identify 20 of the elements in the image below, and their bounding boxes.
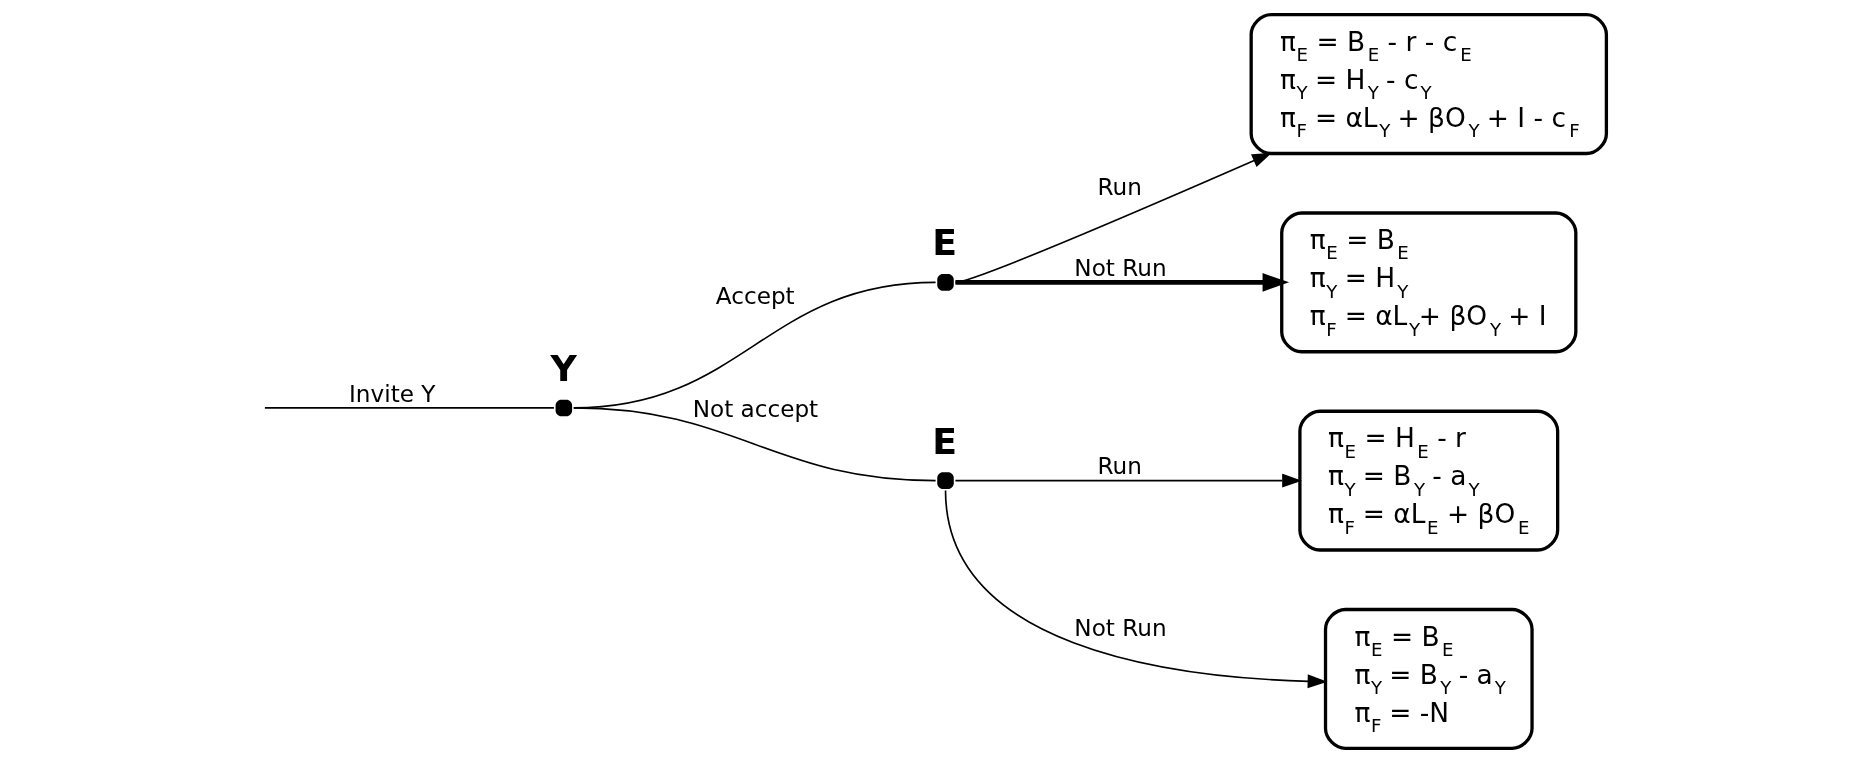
edge-label: Not Run	[1074, 255, 1167, 282]
node-label: Y	[550, 346, 577, 390]
node-box: π$_{E}$ = B$_{E}$ - r - c$_{E}$ π$_{Y}$ = H$_{Y}$ - c$_{Y}$ π$_{F}$ = αL$_{Y}$ + βO$_{Y}$ + I - c$_{F}$	[1249, 13, 1609, 156]
edge-label: Invite Y	[349, 380, 436, 407]
node-box: π$_{E}$ = B$_{E}$ π$_{Y}$ = H$_{Y}$ π$_{F}$ = αL$_{Y}$+ βO$_{Y}$ + I	[1280, 211, 1578, 354]
connector	[572, 407, 937, 482]
connector	[264, 407, 555, 409]
arrow	[954, 152, 1272, 284]
edge-label: Accept	[715, 283, 795, 310]
edge-label: Run	[1097, 453, 1142, 480]
edge-label: Run	[1097, 174, 1142, 201]
node-box: π$_{E}$ = H$_{E}$ - r π$_{Y}$ = B$_{Y}$ - a$_{Y}$ π$_{F}$ = αL$_{E}$ + βO$_{E}$	[1298, 409, 1560, 552]
arrow	[944, 489, 1328, 689]
node-label: E	[932, 221, 958, 265]
edge-label: Not accept	[692, 395, 819, 422]
edge-label: Not Run	[1074, 615, 1167, 642]
node-box: π$_{E}$ = B$_{E}$ π$_{Y}$ = B$_{Y}$ - a$_{Y}$ π$_{F}$ = -N	[1323, 607, 1534, 750]
arrow	[955, 273, 1290, 292]
arrow	[954, 473, 1302, 488]
node-label: E	[932, 419, 958, 463]
